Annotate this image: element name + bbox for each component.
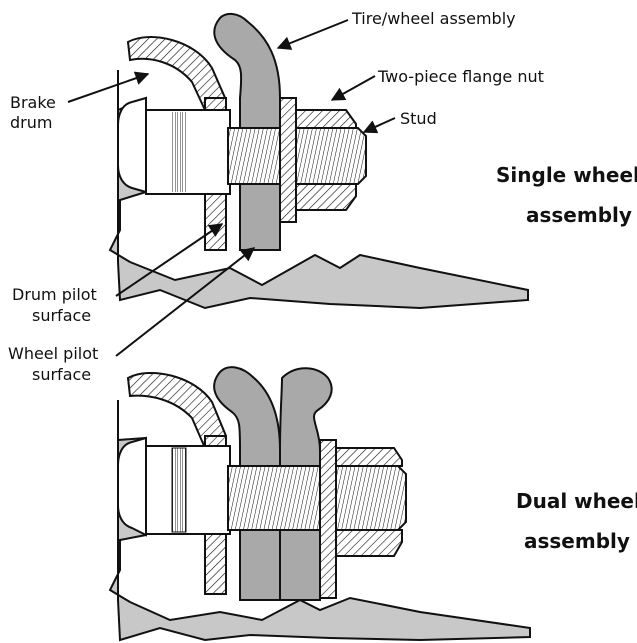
leader-lines <box>67 19 396 357</box>
label-wheel-pilot-1: Wheel pilot <box>8 344 98 363</box>
label-flange-nut: Two-piece flange nut <box>377 67 544 86</box>
heading-dual-wheel-1: Dual wheel <box>516 489 637 513</box>
label-brake-drum-2: drum <box>10 113 52 132</box>
leader-stud <box>362 117 396 134</box>
leader-brake-drum <box>67 71 150 103</box>
label-stud: Stud <box>400 109 437 128</box>
bolt-knurl-dual <box>171 447 187 533</box>
label-brake-drum-1: Brake <box>10 93 56 112</box>
nut-body-dual <box>335 447 403 557</box>
leader-drum-pilot <box>115 223 224 297</box>
bolt-shank <box>145 109 231 195</box>
nut-body <box>295 109 357 211</box>
label-wheel-pilot-2: surface <box>32 365 91 384</box>
heading-single-wheel-1: Single wheel <box>496 163 637 187</box>
nut-washer <box>279 97 297 223</box>
label-drum-pilot-1: Drum pilot <box>12 285 97 304</box>
stud-dual <box>227 465 407 531</box>
leader-flange-nut <box>330 75 376 101</box>
leader-wheel-pilot <box>115 247 256 357</box>
heading-dual-wheel-2: assembly <box>524 529 630 553</box>
bolt-shank-dual <box>145 445 231 535</box>
hub-shape-dual <box>108 400 531 642</box>
hub-shape <box>108 70 529 310</box>
leader-tire-wheel <box>276 19 349 50</box>
bolt-knurl-overlay <box>172 112 186 192</box>
single-wheel-figure <box>108 12 529 310</box>
label-tire-wheel: Tire/wheel assembly <box>351 9 516 28</box>
heading-single-wheel-2: assembly <box>526 203 632 227</box>
nut-washer-dual <box>319 439 337 599</box>
bolt-head-dual <box>117 436 147 537</box>
dual-wheel-figure <box>108 366 531 642</box>
bolt-head <box>117 96 147 194</box>
label-drum-pilot-2: surface <box>32 306 91 325</box>
